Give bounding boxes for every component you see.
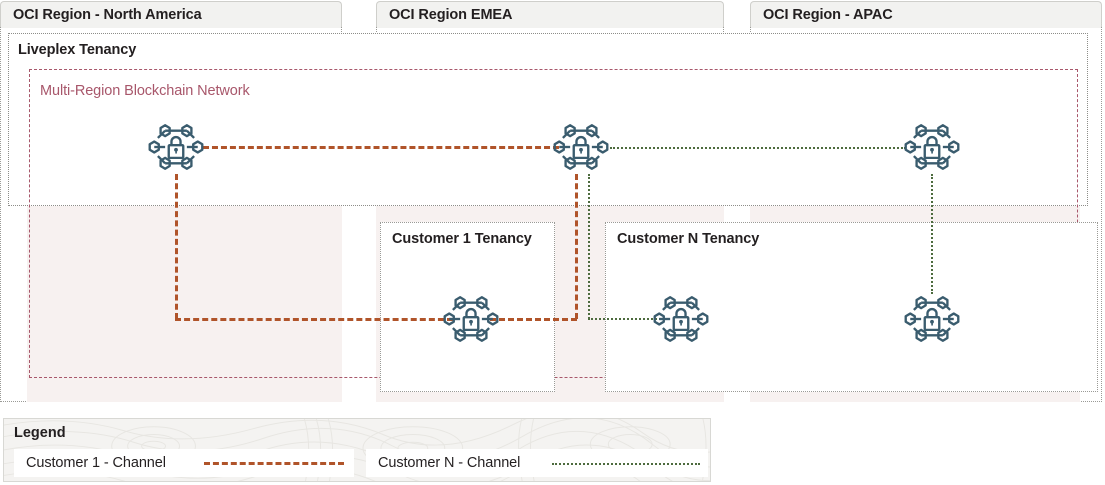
customer-1-tenancy-label: Customer 1 Tenancy bbox=[392, 231, 532, 247]
channel-customerN-emea-to-apac bbox=[610, 147, 906, 149]
customer-n-tenancy-label: Customer N Tenancy bbox=[617, 231, 760, 247]
region-header-apac: OCI Region - APAC bbox=[750, 1, 1102, 28]
channel-customer1-na-to-emea bbox=[203, 146, 559, 149]
liveplex-tenancy-box bbox=[8, 33, 1088, 206]
legend-panel: Legend Customer 1 - Channel Customer N -… bbox=[3, 418, 711, 482]
channel-customerN-emea-down bbox=[588, 174, 590, 319]
multi-region-blockchain-network-label: Multi-Region Blockchain Network bbox=[40, 83, 250, 99]
legend-swatch-dashed bbox=[204, 462, 344, 465]
region-header-label: OCI Region - APAC bbox=[763, 7, 893, 23]
customer-n-tenancy-box bbox=[605, 222, 1098, 392]
region-header-label: OCI Region EMEA bbox=[389, 7, 513, 23]
blockchain-node-icon[interactable] bbox=[552, 118, 610, 176]
region-header-north-america: OCI Region - North America bbox=[0, 1, 342, 28]
blockchain-node-icon[interactable] bbox=[652, 290, 710, 348]
region-header-emea: OCI Region EMEA bbox=[376, 1, 724, 28]
region-shade-band-na bbox=[27, 206, 342, 402]
blockchain-node-icon[interactable] bbox=[147, 118, 205, 176]
customer-1-tenancy-box bbox=[380, 222, 555, 392]
blockchain-node-icon[interactable] bbox=[903, 290, 961, 348]
legend-item-customer-1-channel: Customer 1 - Channel bbox=[14, 449, 354, 477]
legend-item-customer-n-channel: Customer N - Channel bbox=[366, 449, 708, 477]
legend-item-label: Customer 1 - Channel bbox=[26, 455, 166, 471]
blockchain-node-icon[interactable] bbox=[442, 290, 500, 348]
legend-item-label: Customer N - Channel bbox=[378, 455, 521, 471]
channel-customerN-apac-down bbox=[931, 174, 933, 294]
channel-customer1-na-down bbox=[175, 174, 178, 319]
blockchain-node-icon[interactable] bbox=[903, 118, 961, 176]
channel-customer1-bottom-run bbox=[175, 318, 453, 321]
region-header-label: OCI Region - North America bbox=[13, 7, 202, 23]
legend-swatch-dotted bbox=[552, 463, 700, 465]
channel-customer1-emea-to-node bbox=[490, 318, 577, 321]
liveplex-tenancy-label: Liveplex Tenancy bbox=[18, 42, 137, 58]
legend-title: Legend bbox=[14, 425, 66, 441]
channel-customer1-emea-down bbox=[575, 174, 578, 319]
channel-customerN-bottom-run bbox=[588, 318, 661, 320]
